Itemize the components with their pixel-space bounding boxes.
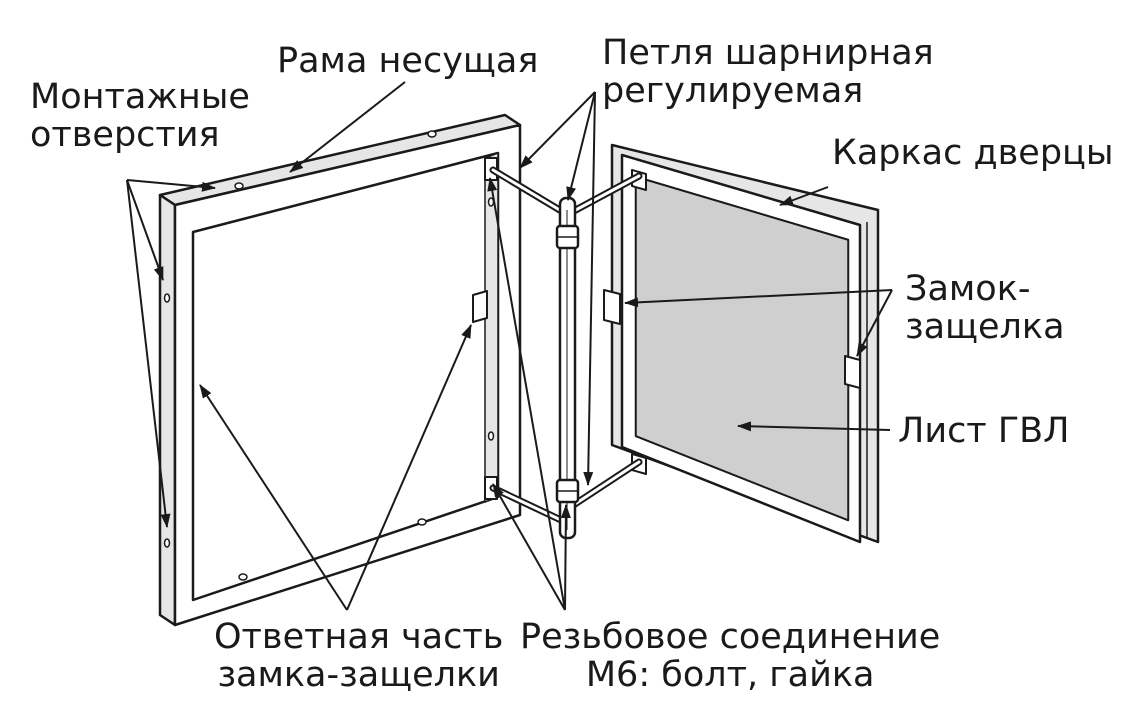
arrow-latch-1 [624,289,893,308]
hinge-arm-top-left-fill [491,168,565,214]
arrow-threaded-3 [560,504,571,611]
arrow-gvl [737,421,891,432]
label-threaded-joint: Резьбовое соединение М6: болт, гайка [520,618,940,694]
label-threaded-joint-line1: Резьбовое соединение [520,617,941,657]
mounting-hole [234,182,244,190]
arrow-mounting-holes-1 [126,179,216,192]
label-strike-plate: Ответная часть замка-защелки [214,618,503,694]
adjustable-hinge [489,166,643,540]
door-strike-plate [603,289,621,325]
mounting-hole [417,518,427,526]
arrow-hinge-3 [583,91,596,486]
arrow-strike-1 [199,384,348,611]
label-mounting-holes: Монтажные отверстия [30,78,250,154]
label-frame: Рама несущая [277,42,538,80]
label-latch: Замок- защелка [905,270,1065,346]
label-latch-line1: Замок- [905,269,1031,309]
label-gvl-sheet-text: Лист ГВЛ [898,411,1070,451]
label-strike-plate-line1: Ответная часть [214,617,504,657]
mounting-hole [487,431,495,441]
strike-plate [472,290,488,323]
label-gvl-sheet: Лист ГВЛ [898,412,1070,450]
hinge-arm-bottom-right-fill [570,460,641,508]
arrow-hinge-2 [566,91,596,201]
latch [844,355,861,389]
label-latch-line2: защелка [905,307,1065,347]
mounting-hole [238,573,248,581]
arrow-threaded-1 [487,177,566,611]
label-hinge-line1: Петля шарнирная [602,33,934,73]
label-door-frame-text: Каркас дверцы [832,133,1114,173]
arrow-mounting-holes-2 [126,179,164,281]
main-frame [158,113,522,627]
arrow-latch-2 [856,289,893,357]
label-frame-text: Рама несущая [277,41,539,81]
hinge-arm-top-right-fill [570,174,641,214]
label-mounting-holes-line1: Монтажные [30,77,250,117]
label-threaded-joint-line2: М6: болт, гайка [585,655,875,695]
arrow-mounting-holes-3 [126,179,171,528]
mounting-hole [163,293,171,303]
label-mounting-holes-line2: отверстия [30,115,220,155]
arrow-hinge-1 [519,91,596,169]
mounting-hole [427,130,437,138]
door [603,143,880,544]
gvl-sheet [635,176,849,521]
mounting-holes [163,130,495,581]
arrow-frame [289,81,406,173]
leader-arrows [126,81,893,611]
arrow-threaded-2 [492,483,566,611]
label-hinge: Петля шарнирная регулируемая [602,34,934,110]
arrow-door-frame [779,186,829,206]
main-frame-front-face [173,123,522,627]
label-door-frame: Каркас дверцы [832,134,1114,172]
hinge-arm-bottom-left-fill [491,486,565,523]
label-hinge-line2: регулируемая [602,71,864,111]
mounting-hole [163,538,171,548]
label-strike-plate-line2: замка-защелки [217,655,500,695]
main-frame-left-side [158,193,177,627]
arrow-strike-2 [346,324,472,611]
